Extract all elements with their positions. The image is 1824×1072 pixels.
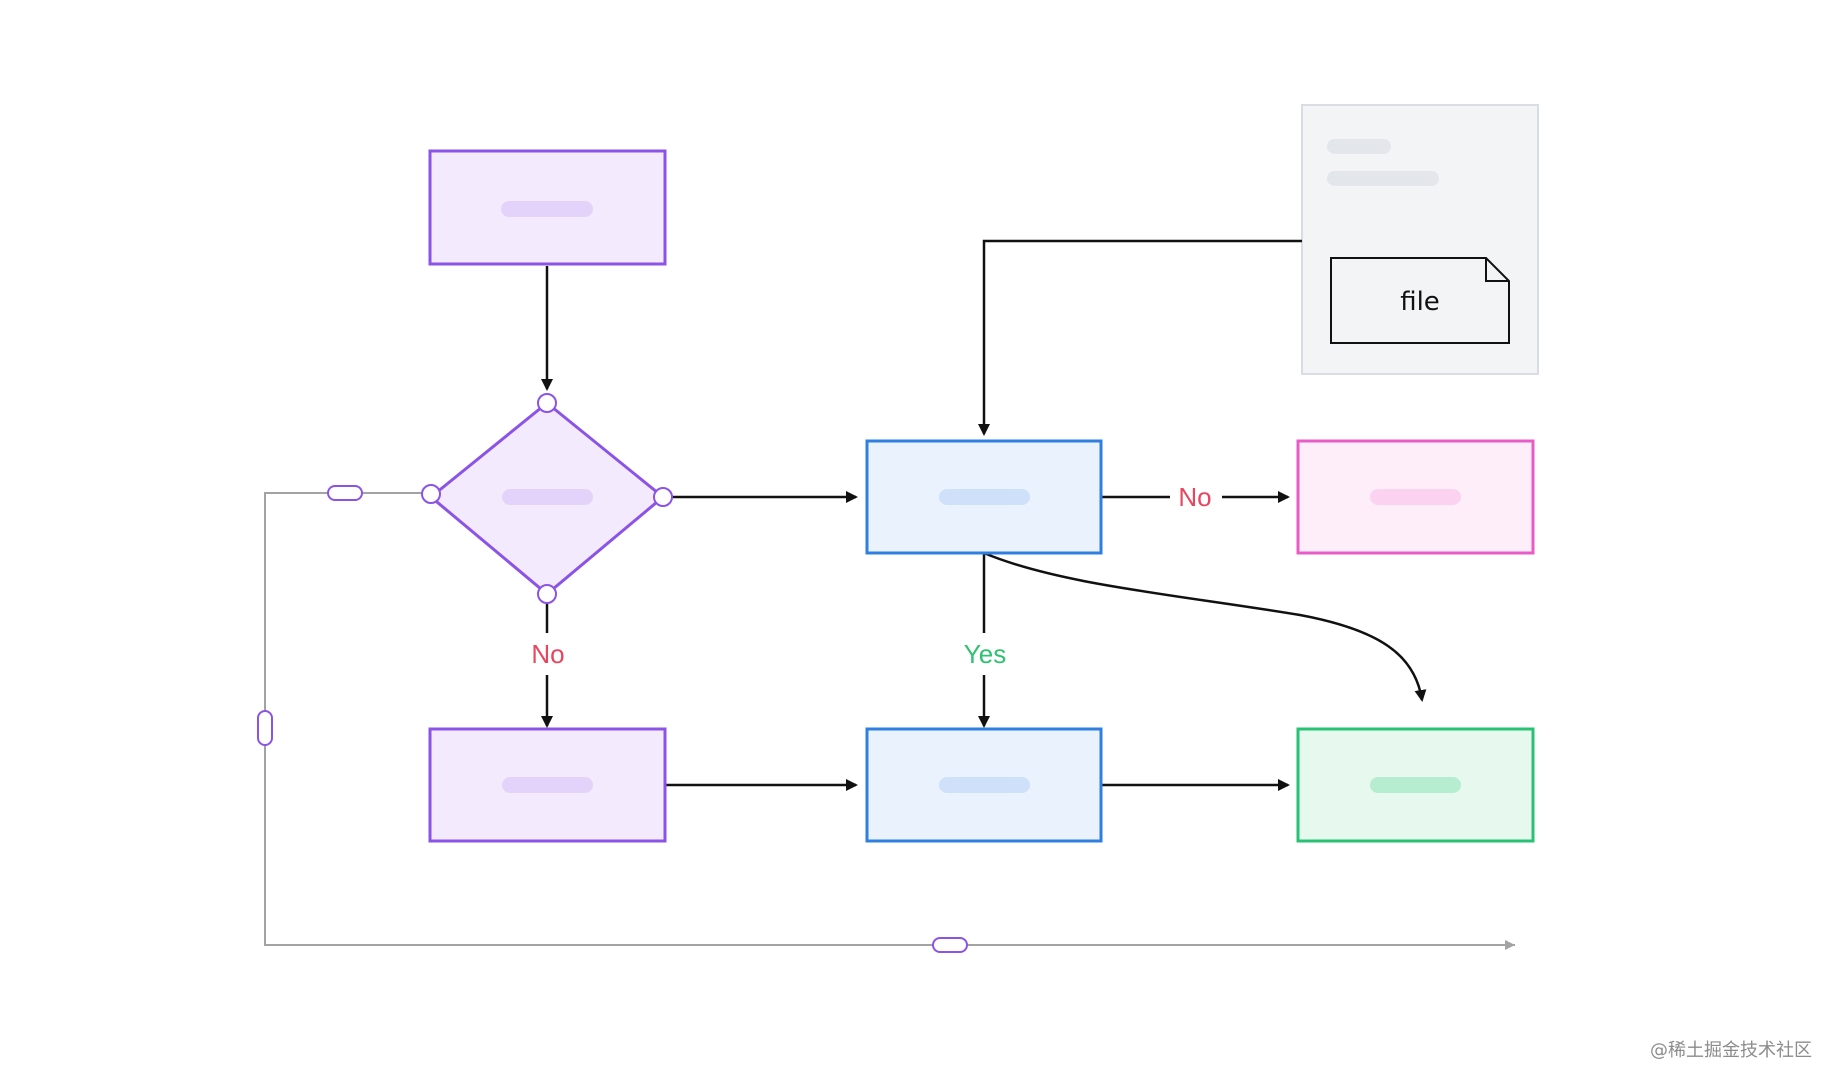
approved-process-node[interactable]	[865, 727, 1103, 843]
decision-no-label: No	[531, 639, 564, 669]
loop-handle-left[interactable]	[257, 710, 273, 746]
approved-process-node-placeholder-bar	[939, 777, 1030, 793]
alternate-node-placeholder-bar	[502, 777, 593, 793]
process-no-label: No	[1178, 482, 1211, 512]
success-node-placeholder-bar	[1370, 777, 1461, 793]
alternate-node[interactable]	[428, 727, 667, 843]
rejected-node-placeholder-bar	[1370, 489, 1461, 505]
process-node-placeholder-bar	[939, 489, 1030, 505]
decision-anchor-right[interactable]	[653, 487, 673, 507]
decision-anchor-top[interactable]	[537, 393, 557, 413]
panel-placeholder-line-1	[1327, 139, 1391, 154]
watermark-text: @稀土掘金技术社区	[1650, 1040, 1812, 1061]
decision-node-placeholder-bar	[502, 489, 593, 505]
panel-placeholder-line-2	[1327, 171, 1439, 186]
file-label: file	[1400, 287, 1440, 317]
loop-connector[interactable]	[264, 492, 1515, 950]
decision-node[interactable]	[428, 401, 666, 596]
edge-process-curve-to-success[interactable]	[983, 551, 1427, 702]
file-icon[interactable]	[1330, 257, 1510, 344]
loop-handle-top[interactable]	[327, 485, 363, 501]
process-yes-label: Yes	[964, 639, 1006, 669]
start-node-placeholder-bar	[501, 201, 593, 217]
start-node[interactable]	[428, 149, 667, 266]
loop-handle-bottom[interactable]	[932, 937, 968, 953]
success-node[interactable]	[1296, 727, 1535, 843]
edge-panel-to-process[interactable]	[978, 239, 1302, 436]
rejected-node[interactable]	[1296, 439, 1535, 555]
decision-anchor-bottom[interactable]	[537, 584, 557, 604]
process-node[interactable]	[865, 439, 1103, 555]
decision-anchor-left[interactable]	[421, 484, 441, 504]
file-fold	[1485, 258, 1509, 282]
